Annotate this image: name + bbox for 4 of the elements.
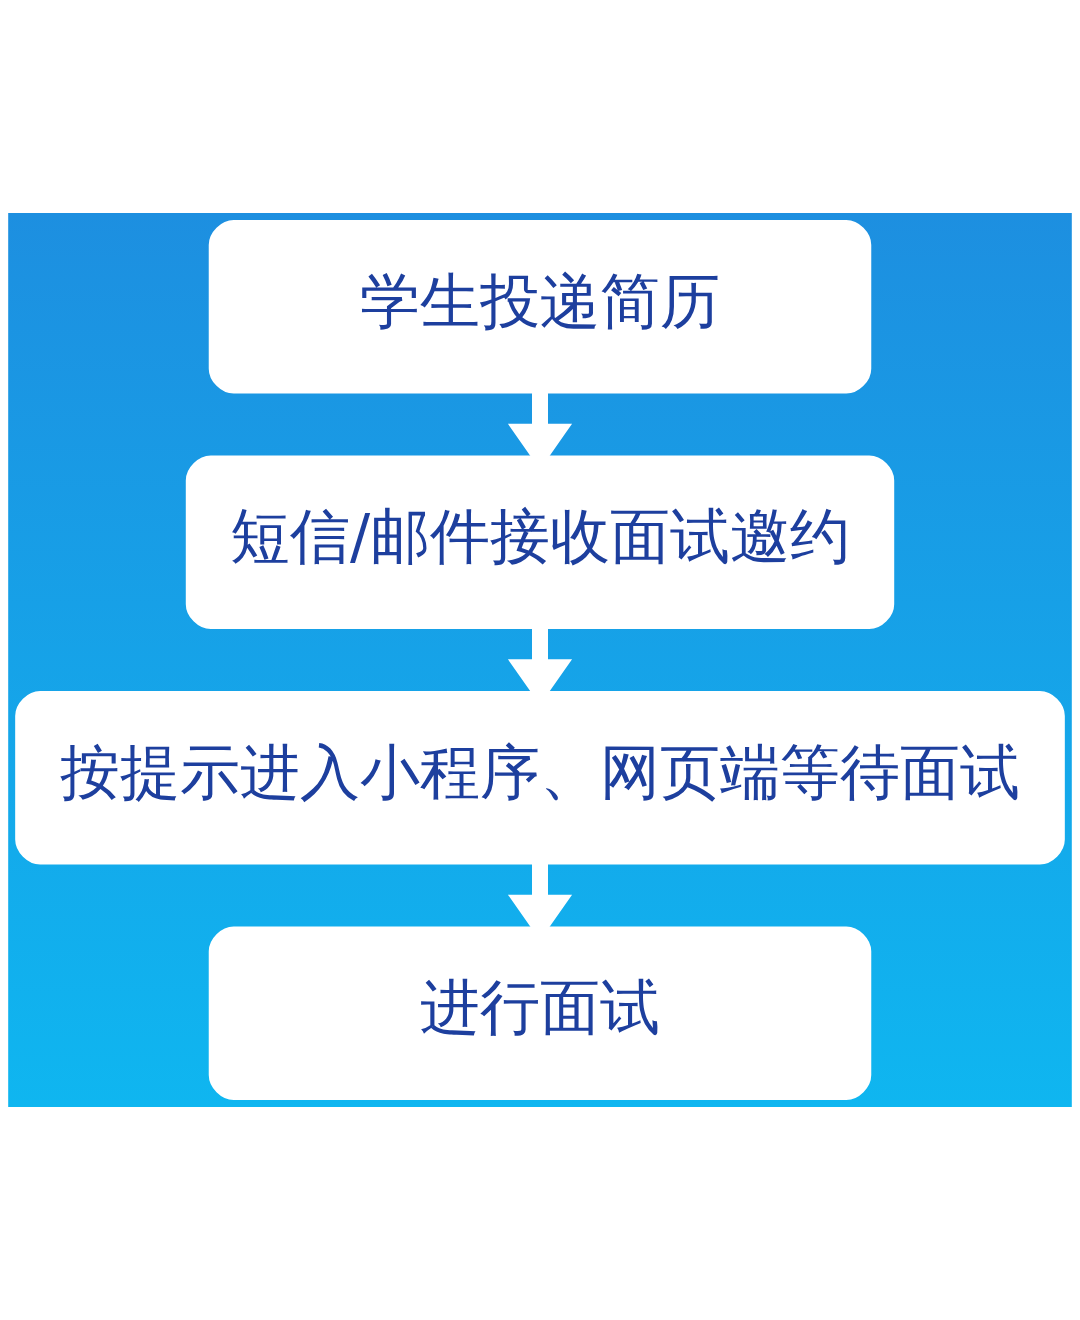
node-box: 进行面试 — [208, 926, 872, 1100]
node-box: 学生投递简历 — [208, 220, 872, 394]
node-box: 按提示进入小程序、网页端等待面试 — [15, 690, 1065, 865]
node-box: 短信/邮件接收面试邀约 — [185, 455, 895, 630]
